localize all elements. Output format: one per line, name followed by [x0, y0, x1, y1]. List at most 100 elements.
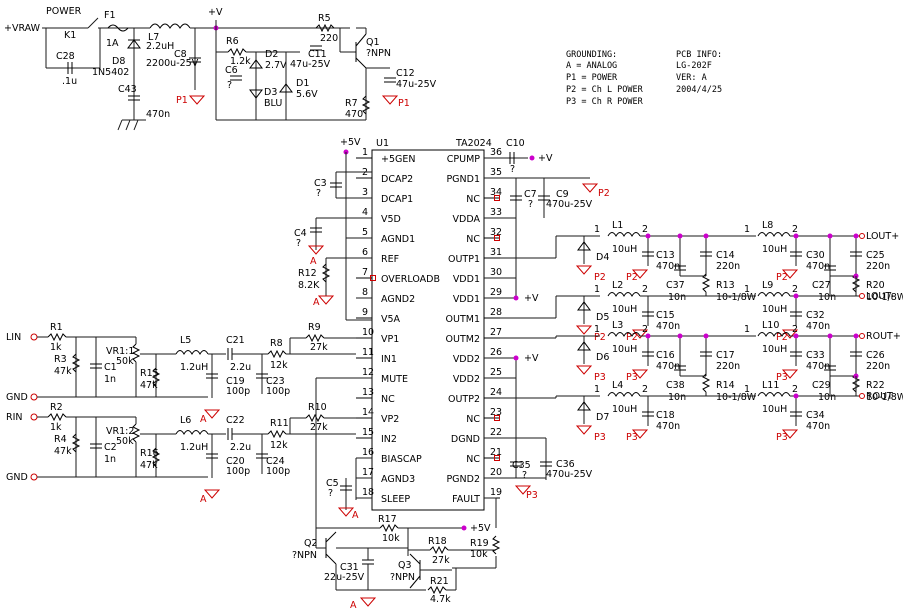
- c31-value: 22u-25V: [324, 572, 365, 583]
- c3-label: C3: [314, 178, 327, 189]
- ground-symbol: [575, 265, 593, 275]
- resistor-symbol: [305, 413, 325, 423]
- junction-dot: [645, 233, 651, 239]
- ground-label: P3: [626, 372, 638, 383]
- pin-name: VDD2: [453, 354, 480, 365]
- pin-number: 23: [490, 407, 502, 418]
- p1-label: P1: [176, 95, 188, 106]
- ground-label: A: [200, 414, 207, 425]
- ground-symbol: [781, 329, 799, 339]
- r7-label: R7: [345, 98, 358, 109]
- r11-value: 12k: [270, 440, 288, 451]
- ground-label: P3: [776, 432, 788, 443]
- pin-number: 4: [362, 207, 368, 218]
- ground-symbol: [631, 269, 649, 279]
- l5-value: 1.2uH: [180, 362, 208, 373]
- r3-label: R3: [54, 354, 67, 365]
- r1-label: R1: [50, 322, 63, 333]
- r17-label: R17: [378, 514, 397, 525]
- c36-label: C36: [556, 459, 575, 470]
- grounding-line: P1 = POWER: [566, 73, 618, 83]
- ic-body: [371, 149, 485, 511]
- r22-label: R22: [866, 380, 885, 391]
- r16-value: 47k: [140, 460, 158, 471]
- c15-value: 470n: [656, 321, 680, 332]
- vraw-label: +VRAW: [4, 23, 41, 34]
- c15-label: C15: [656, 310, 675, 321]
- r7-value: 470: [345, 109, 363, 120]
- pin-number: 20: [490, 467, 502, 478]
- l3-label: L3: [612, 320, 623, 331]
- c13-label: C13: [656, 250, 675, 261]
- c4-value: ?: [296, 238, 301, 249]
- resistor-symbol: [701, 273, 711, 293]
- r6-value: 1.2k: [230, 56, 251, 67]
- routm-label: ROUT-: [866, 391, 895, 402]
- junction-dot: [853, 233, 859, 239]
- c2-value: 1n: [104, 454, 116, 465]
- terminal-marker: [370, 275, 376, 281]
- l7-label: L7: [148, 32, 159, 43]
- l7-value: 2.2uH: [146, 41, 174, 52]
- pin-name: REF: [381, 254, 399, 265]
- c8-value: 2200u-25V: [146, 58, 199, 69]
- ground-symbol: [575, 325, 593, 335]
- r18-label: R18: [428, 536, 447, 547]
- resistor-symbol: [131, 343, 141, 363]
- pin-name: PGND1: [446, 174, 480, 185]
- ground-symbol: [631, 369, 649, 379]
- pin-number: 12: [362, 367, 374, 378]
- junction-dot: [677, 333, 683, 339]
- c28-value: .1u: [62, 76, 77, 87]
- c6-value: ?: [227, 80, 232, 91]
- pin-name: IN2: [381, 434, 397, 445]
- l8-label: L8: [762, 220, 773, 231]
- junction-dot: [793, 233, 799, 239]
- r15-label: R15: [140, 368, 159, 379]
- d3-value: BLU: [264, 98, 282, 109]
- pin-number: 9: [362, 307, 368, 318]
- pin-name: DCAP1: [381, 194, 413, 205]
- c34-value: 470n: [806, 421, 830, 432]
- pin-number: 2: [792, 384, 798, 395]
- d5-label: D5: [596, 312, 609, 323]
- ic-right-periphery: C10 +V ? P2 C7 ? C9 470u-25V +V +V C35 ?…: [484, 138, 610, 501]
- pin-number: 16: [362, 447, 374, 458]
- pin-name: MUTE: [381, 374, 408, 385]
- pin-name: CPUMP: [447, 154, 481, 165]
- pin-number: 24: [490, 387, 502, 398]
- c30-value: 470n: [806, 261, 830, 272]
- inductor-symbol: [175, 350, 209, 356]
- c24-value: 100p: [266, 466, 290, 477]
- pin-number: 34: [490, 187, 502, 198]
- vplus-label: +V: [524, 293, 539, 304]
- pin-number: 10: [362, 327, 374, 338]
- inductor-symbol: [607, 232, 641, 238]
- pin-name: OUTP1: [448, 254, 480, 265]
- pin-number: 1: [744, 284, 750, 295]
- q2-value: ?NPN: [292, 550, 317, 561]
- d2-label: D2: [265, 49, 278, 60]
- k1-label: K1: [64, 30, 76, 41]
- r15-value: 47k: [140, 380, 158, 391]
- c35-label: C35: [512, 460, 531, 471]
- r8-value: 12k: [270, 360, 288, 371]
- r12-label: R12: [298, 268, 317, 279]
- c1-value: 1n: [104, 374, 116, 385]
- c33-label: C33: [806, 350, 825, 361]
- pin-number: 2: [792, 224, 798, 235]
- a-label: A: [313, 297, 320, 308]
- junction-dot: [793, 333, 799, 339]
- pin-number: 1: [594, 324, 600, 335]
- l2-label: L2: [612, 280, 623, 291]
- c27-label: C27: [812, 280, 831, 291]
- pin-number: 1: [594, 224, 600, 235]
- pin-name: AGND1: [381, 234, 415, 245]
- pin-number: 15: [362, 427, 374, 438]
- r17-value: 10k: [382, 533, 400, 544]
- pin-number: 13: [362, 387, 374, 398]
- gnd-label: GND: [6, 392, 28, 403]
- c9-value: 470u-25V: [546, 199, 593, 210]
- pin-number: 1: [594, 384, 600, 395]
- pin-name: SLEEP: [381, 494, 410, 505]
